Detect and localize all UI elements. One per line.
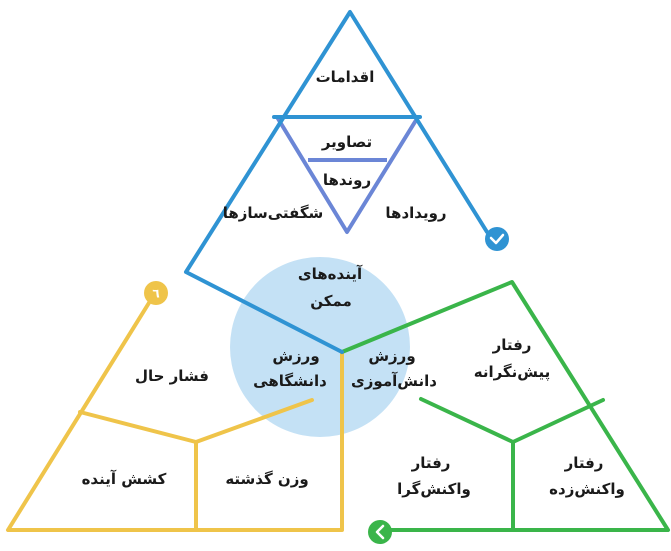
green-top-line2: پیش‌نگرانه [474,363,551,382]
yellow-bottom-right-label: وزن گذشته [225,470,308,488]
green-bottom-right-line2: واکنش‌زده [549,480,625,498]
center-title-line1: آینده‌های [298,265,363,283]
chevron-left-icon [375,524,385,540]
blue-inner-label-1: تصاویر [321,133,372,151]
yellow-bottom-left-label: کشش آینده [82,470,167,488]
yellow-top-label: فشار حال [135,367,209,385]
center-circle [230,257,410,437]
center-title-line2: ممکن [310,292,352,310]
blue-left-label: شگفتی‌سازها [223,204,324,222]
blue-inner-label-2: روندها [323,171,371,189]
check-arrow-icon [489,233,505,245]
green-top-line1: رفتار [492,336,532,354]
blue-badge [485,227,509,251]
number-six-icon: ٦ [152,287,159,301]
green-inner-lines [419,397,605,532]
yellow-triangle [6,296,344,532]
green-bottom-left-line1: رفتار [411,454,451,472]
blue-right-label: رویدادها [385,204,446,222]
student-sport-line1: ورزش [368,347,415,365]
green-badge [368,520,392,544]
green-bottom-right-line1: رفتار [564,454,604,472]
student-sport-line2: دانش‌آموزی [351,372,437,390]
blue-triangle [184,10,489,354]
green-bottom-left-line2: واکنش‌گرا [397,480,471,498]
university-sport-line1: ورزش [272,347,319,365]
yellow-badge: ٦ [144,281,168,305]
yellow-inner-lines [78,398,314,532]
blue-triangle-outline [184,10,489,354]
blue-top-label: اقدامات [316,68,375,86]
university-sport-line2: دانشگاهی [253,372,327,390]
green-triangle [340,280,670,532]
